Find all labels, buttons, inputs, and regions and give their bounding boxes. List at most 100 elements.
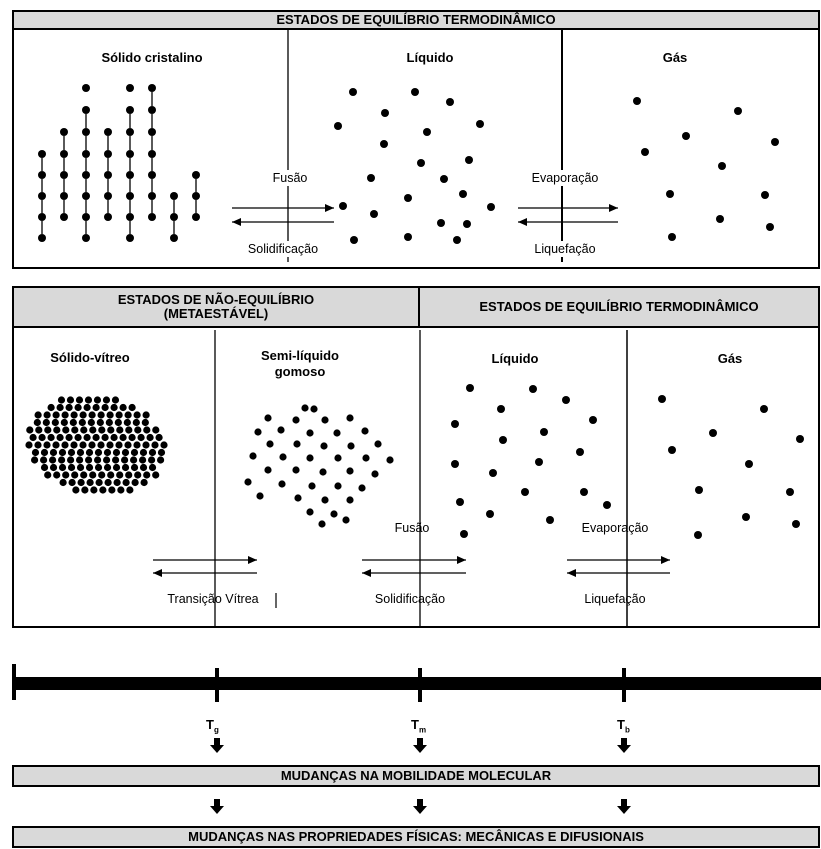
crystal-molecule <box>192 171 200 179</box>
glassy-molecule <box>49 448 58 457</box>
glassy-molecule <box>25 441 33 449</box>
glassy-molecule <box>93 456 102 464</box>
glassy-molecule <box>160 441 168 449</box>
liquid-molecule <box>589 416 597 424</box>
crystal-molecule <box>126 192 134 200</box>
equilibrium-panel-header: ESTADOS DE EQUILÍBRIO TERMODINÂMICO <box>14 12 818 30</box>
crystal-molecule <box>38 192 46 200</box>
rubbery-molecule <box>306 429 314 437</box>
crystal-molecule <box>148 128 156 136</box>
liquid-molecule <box>349 88 357 96</box>
glassy-molecule <box>94 463 103 472</box>
glassy-molecule <box>124 441 132 449</box>
glassy-molecule <box>71 471 79 479</box>
glassy-molecule <box>76 448 85 457</box>
crystal-molecule <box>82 106 90 114</box>
fusion-arrow-2-head <box>457 556 466 564</box>
solidification-arrow-2-head <box>362 569 371 577</box>
glassy-molecule <box>152 426 160 434</box>
gas-molecule <box>668 233 676 241</box>
tick-label-tb: Tb <box>617 717 630 735</box>
glassy-molecule <box>56 403 64 412</box>
axis-tick <box>215 668 219 702</box>
glassy-molecule <box>88 411 96 419</box>
gas-molecule <box>709 429 717 437</box>
glassy-molecule <box>147 456 156 464</box>
liquid-molecule <box>486 510 494 518</box>
crystal-molecule <box>148 192 156 200</box>
glassy-molecule <box>59 478 67 487</box>
rubbery-molecule <box>308 482 316 490</box>
glassy-molecule <box>148 463 157 472</box>
glassy-molecule <box>35 426 43 434</box>
glassy-molecule <box>85 463 94 472</box>
liquid-molecule <box>370 210 378 218</box>
glassy-molecule <box>133 411 141 419</box>
gas-molecule <box>716 215 724 223</box>
glassy-molecule <box>98 426 106 434</box>
crystal-molecule <box>82 234 90 242</box>
crystal-molecule <box>170 192 178 200</box>
down-arrow-head <box>210 745 224 753</box>
rubbery-molecule <box>358 484 366 492</box>
glassy-molecule <box>76 463 85 472</box>
crystal-molecule <box>104 171 112 179</box>
glassy-molecule <box>112 463 121 472</box>
glassy-molecule <box>70 441 78 449</box>
glassy-molecule <box>148 448 157 457</box>
glassy-molecule <box>128 433 136 442</box>
glassy-molecule <box>44 471 52 479</box>
liquid-molecule <box>580 488 588 496</box>
transition-label-fusion: Fusão <box>250 170 330 186</box>
glassy-molecule <box>98 471 106 479</box>
state-label-gas-2: Gás <box>717 351 743 366</box>
rubbery-molecule <box>256 492 264 500</box>
glass-transition-arrow-backward-head <box>153 569 162 577</box>
crystal-molecule <box>126 84 134 92</box>
crystal-molecule <box>148 150 156 158</box>
rubbery-molecule <box>346 496 354 504</box>
rubbery-molecule <box>347 442 355 450</box>
rubbery-molecule <box>294 494 302 502</box>
glassy-molecule <box>69 418 77 427</box>
glassy-molecule <box>77 478 85 487</box>
glassy-molecule <box>30 456 39 464</box>
glassy-molecule <box>103 448 112 457</box>
glassy-molecule <box>51 418 59 427</box>
down-arrow-head <box>413 745 427 753</box>
tick-label-tg: Tg <box>206 717 219 735</box>
crystal-molecule <box>126 128 134 136</box>
gas-molecule <box>695 486 703 494</box>
glassy-molecule <box>155 433 163 442</box>
gas-molecule <box>734 107 742 115</box>
gas-molecule <box>766 223 774 231</box>
liquid-molecule <box>562 396 570 404</box>
crystal-molecule <box>126 234 134 242</box>
glassy-molecule <box>132 418 140 427</box>
glassy-molecule <box>120 456 129 464</box>
liquid-molecule <box>423 128 431 136</box>
glassy-molecule <box>142 411 150 419</box>
nonequilibrium-title-line2: (METAESTÁVEL) <box>163 306 269 321</box>
glassy-molecule <box>83 433 91 442</box>
glassy-molecule <box>84 456 93 464</box>
temperature-axis-left-cap <box>12 664 16 700</box>
glassy-molecule <box>123 418 131 427</box>
glassy-molecule <box>49 463 58 472</box>
equilibrium-panel-title: ESTADOS DE EQUILÍBRIO TERMODINÂMICO <box>276 12 556 27</box>
rubbery-molecule <box>334 482 342 490</box>
liquid-molecule <box>451 420 459 428</box>
glassy-molecule <box>71 426 79 434</box>
transition-label-solidification-2: Solidificação <box>374 592 446 606</box>
liquid-molecule <box>499 436 507 444</box>
glassy-molecule <box>33 418 41 427</box>
crystal-molecule <box>126 213 134 221</box>
liquefaction-arrow-head <box>518 218 527 226</box>
glassy-molecule <box>97 411 105 419</box>
glassy-molecule <box>95 478 103 487</box>
transition-label-evaporation: Evaporação <box>515 170 615 186</box>
rubbery-molecule <box>321 496 329 504</box>
glassy-molecule <box>110 433 118 442</box>
glassy-molecule <box>93 396 102 404</box>
